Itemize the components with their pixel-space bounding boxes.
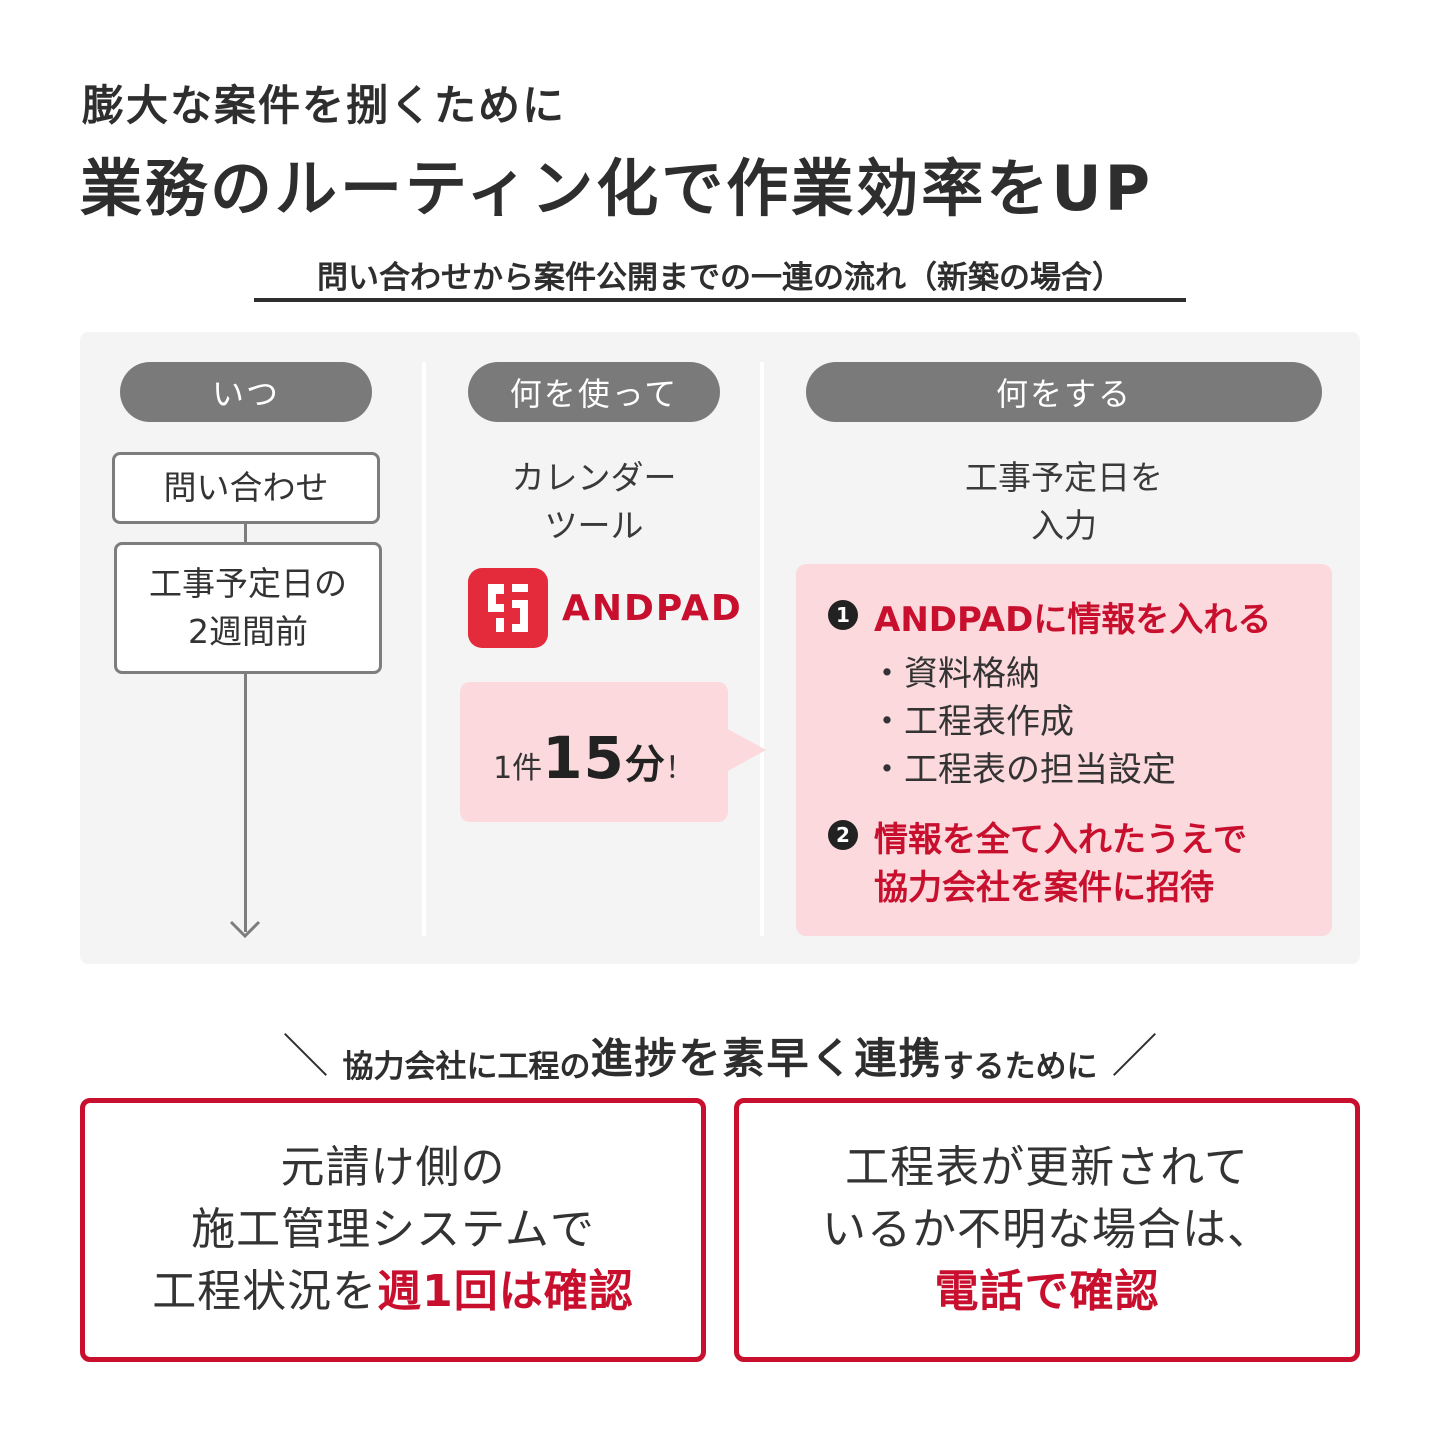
time-unit: 分 [624, 742, 665, 788]
card-left-emphasis: 週1回は確認 [377, 1266, 634, 1317]
arrow-down-icon [229, 920, 261, 939]
time-suffix: ！ [664, 751, 695, 786]
column-header-action: 何をする [806, 362, 1322, 422]
action-details [796, 564, 1332, 936]
column-header-when: いつ [120, 362, 372, 422]
purpose-part3: するために [942, 1049, 1098, 1085]
action-title-line2: 入力 [1031, 506, 1097, 545]
andpad-name: ANDPAD [562, 588, 743, 629]
card-left-line3-plain: 工程状況を [152, 1266, 378, 1317]
tool-description: カレンダー ツール [468, 454, 720, 550]
action-title: 工事予定日を 入力 [806, 454, 1322, 550]
action-bullet: ・工程表の担当設定 [870, 750, 1176, 790]
step-number-1: 1 [828, 600, 858, 630]
slash-right: ／ [1111, 1029, 1158, 1083]
purpose-statement: ＼ 協力会社に工程の 進捗を素早く連携 するために ／ [0, 1020, 1440, 1086]
step-inquiry-label: 問い合わせ [163, 468, 329, 507]
step-inquiry: 問い合わせ [112, 452, 380, 524]
time-prefix: 1件 [493, 751, 543, 786]
flow-heading-underline [254, 298, 1186, 302]
action-title-line1: 工事予定日を [965, 458, 1163, 497]
column-divider [760, 362, 764, 936]
andpad-logo-icon [468, 568, 548, 648]
column-header-tool: 何を使って [468, 362, 720, 422]
tool-line2: ツール [544, 506, 644, 545]
card-phone-check: 工程表が更新されて いるか不明な場合は、 電話で確認 [734, 1098, 1360, 1362]
purpose-part1: 協力会社に工程の [342, 1049, 591, 1085]
step-two-weeks-before: 工事予定日の 2週間前 [114, 542, 382, 674]
card-right-line1: 工程表が更新されて [845, 1142, 1249, 1193]
action-item1-title: ANDPADに情報を入れる [874, 600, 1272, 640]
card-left-line3: 工程状況を週1回は確認 [152, 1261, 634, 1323]
card-left-line2: 施工管理システムで [191, 1204, 595, 1255]
slash-left: ＼ [282, 1029, 329, 1083]
timeline-line [244, 672, 247, 932]
action-item2-line1: 情報を全て入れたうえで [874, 820, 1247, 860]
headline-subtitle: 膨大な案件を捌くために [82, 81, 567, 130]
action-bullet: ・工程表作成 [870, 702, 1074, 742]
card-right-emphasis: 電話で確認 [934, 1266, 1160, 1317]
callout-pointer [726, 728, 766, 772]
purpose-part2: 進捗を素早く連携 [590, 1034, 943, 1083]
step-number-2: 2 [828, 820, 858, 850]
card-right-line2: いるか不明な場合は、 [822, 1204, 1272, 1255]
column-divider [422, 362, 426, 936]
tool-line1: カレンダー [511, 458, 677, 497]
step-two-weeks-line2: 2週間前 [188, 612, 308, 651]
step-connector [244, 522, 247, 544]
step-two-weeks-line1: 工事予定日の [149, 564, 347, 603]
time-value: 15 [542, 724, 625, 792]
card-contractor-check: 元請け側の 施工管理システムで 工程状況を週1回は確認 [80, 1098, 706, 1362]
flow-heading: 問い合わせから案件公開までの一連の流れ（新築の場合） [317, 260, 1123, 296]
card-left-line1: 元請け側の [280, 1142, 506, 1193]
time-callout: 1件 15 分 ！ [460, 682, 728, 822]
headline-title: 業務のルーティン化で作業効率をUP [80, 152, 1154, 225]
action-item2-line2: 協力会社を案件に招待 [874, 868, 1214, 908]
action-bullet: ・資料格納 [870, 654, 1040, 694]
